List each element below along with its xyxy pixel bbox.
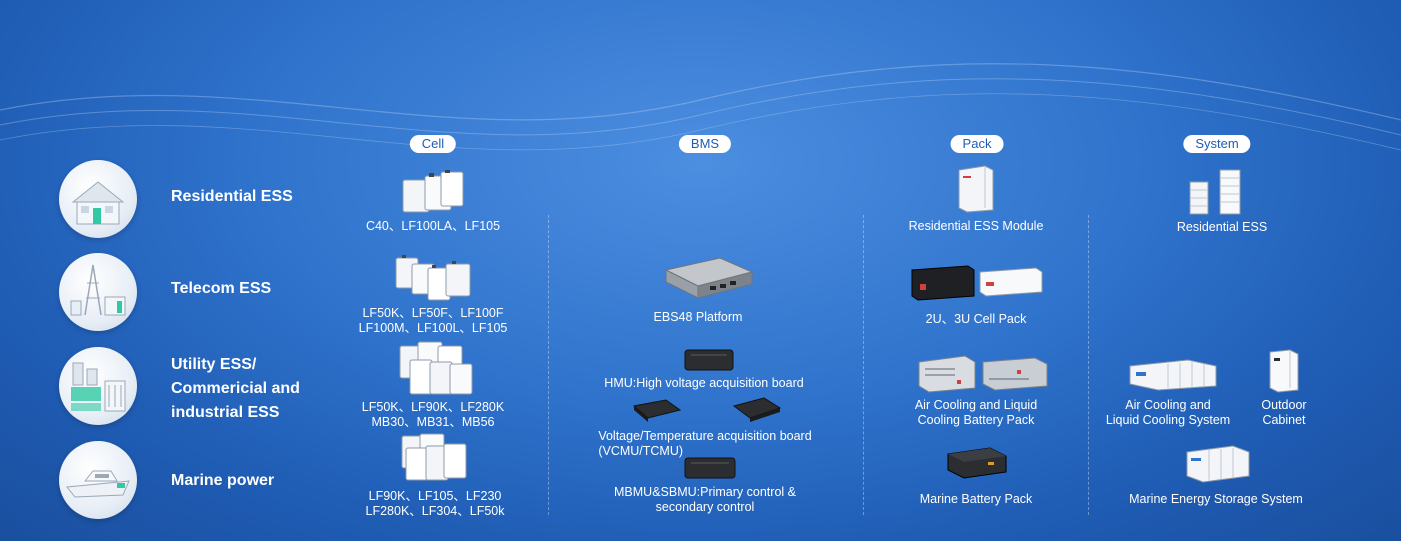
system-marine-energy-storage: Marine Energy Storage System <box>1129 492 1303 506</box>
pack-residential-module-image <box>958 165 994 213</box>
application-residential-ess: Residential ESS <box>171 188 293 205</box>
column-divider <box>1088 215 1089 515</box>
bms-ebs48-device-image <box>664 257 754 299</box>
pack-marine-battery-pack-image <box>947 447 1007 479</box>
pack-cell-pack-image <box>911 265 1043 301</box>
column-header-pack: Pack <box>950 135 1004 153</box>
cell-product-image <box>395 255 471 301</box>
pack-cooling-battery-pack: Air Cooling and Liquid Cooling Battery P… <box>914 398 1038 427</box>
system-residential-ess-image <box>1189 169 1241 215</box>
pack-cooling-battery-pack-image <box>918 355 1048 393</box>
column-divider <box>548 215 549 515</box>
system-cooling-container-image <box>1129 359 1217 391</box>
system-marine-storage-image <box>1186 445 1250 483</box>
column-divider <box>863 215 864 515</box>
pack-residential-module: Residential ESS Module <box>908 219 1044 233</box>
system-outdoor-cabinet-image <box>1269 349 1299 393</box>
application-telecom-ess: Telecom ESS <box>171 280 272 297</box>
ship-icon <box>59 441 137 519</box>
cell-product-image <box>402 170 464 213</box>
cell-product-image <box>399 341 473 395</box>
column-header-bms: BMS <box>678 135 732 153</box>
column-header-cell: Cell <box>409 135 457 153</box>
bms-tcmu-board-image <box>732 397 782 422</box>
telecom-tower-icon <box>59 253 137 331</box>
bms-mbmu-sbmu-image <box>684 457 736 479</box>
system-residential-ess: Residential ESS <box>1176 220 1268 234</box>
cell-product-image <box>401 433 467 481</box>
background-wave <box>0 63 1401 151</box>
application-marine-power: Marine power <box>171 472 275 489</box>
industrial-plant-icon <box>59 347 137 425</box>
bms-voltage-temperature-board: Voltage/Temperature acquisition board (V… <box>598 429 812 458</box>
cell-models-marine: LF90K、LF105、LF230 LF280K、LF304、LF50k <box>365 489 505 518</box>
cell-models-residential: C40、LF100LA、LF105 <box>365 219 501 233</box>
bms-hmu-board-image <box>684 349 734 371</box>
bms-hmu-board: HMU:High voltage acquisition board <box>604 376 804 390</box>
bms-ebs48-platform: EBS48 Platform <box>653 310 743 324</box>
cell-models-telecom: LF50K、LF50F、LF100F LF100M、LF100L、LF105 <box>358 306 508 335</box>
house-icon <box>59 160 137 238</box>
column-header-system: System <box>1183 135 1251 153</box>
pack-marine-battery-pack: Marine Battery Pack <box>919 492 1033 506</box>
system-cooling-system: Air Cooling and Liquid Cooling System <box>1105 398 1231 427</box>
system-outdoor-cabinet: Outdoor Cabinet <box>1261 398 1307 427</box>
cell-models-utility: LF50K、LF90K、LF280K MB30、MB31、MB56 <box>361 400 505 429</box>
bms-vcmu-board-image <box>632 399 682 422</box>
bms-mbmu-sbmu: MBMU&SBMU:Primary control & secondary co… <box>614 485 796 514</box>
pack-2u-3u-cell-pack: 2U、3U Cell Pack <box>925 312 1027 326</box>
application-utility-ess: Utility ESS/ Commericial and industrial … <box>171 356 300 421</box>
